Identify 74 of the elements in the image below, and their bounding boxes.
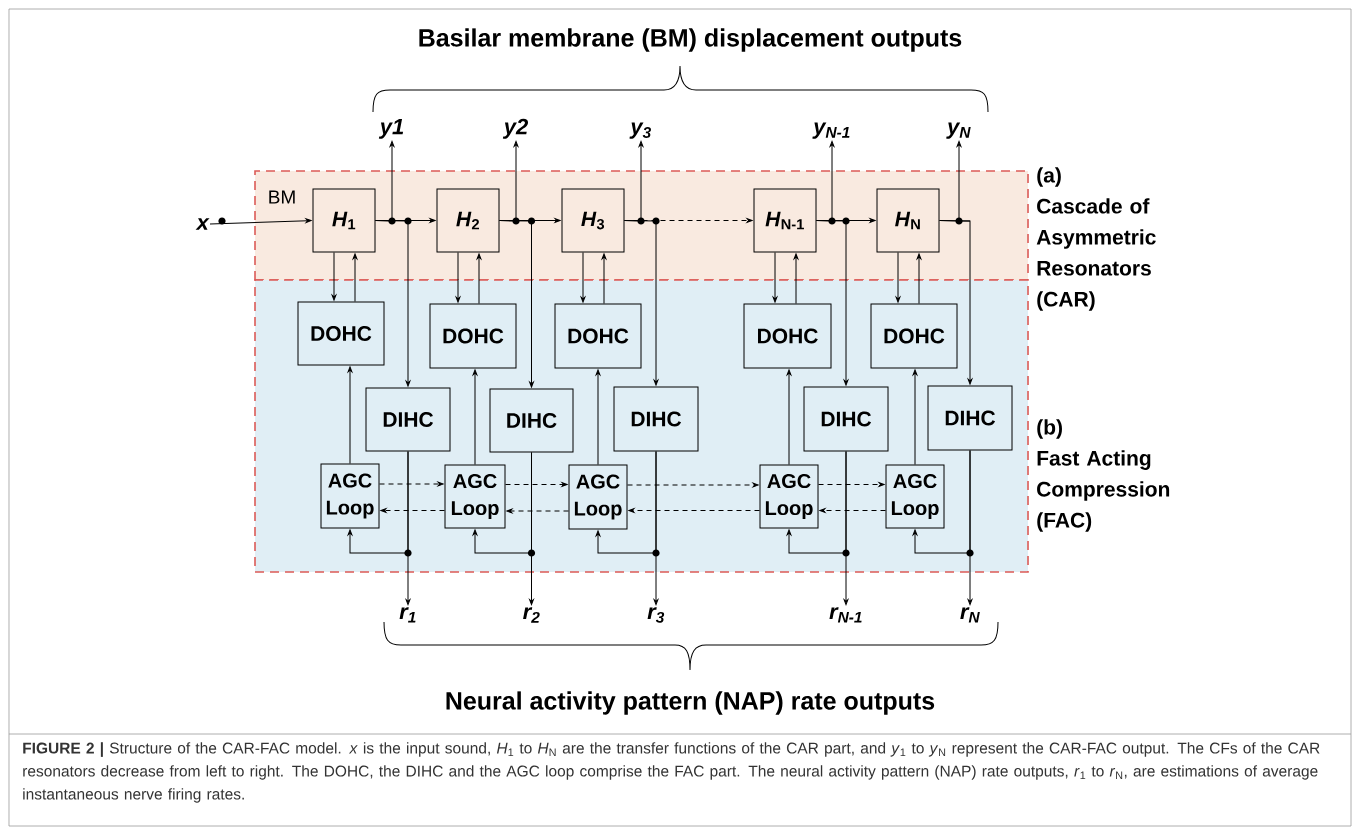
process-box: AGC Loop — [568, 464, 628, 530]
process-box: AGC Loop — [444, 464, 506, 529]
arrow — [895, 252, 901, 303]
region-label: (a) — [1037, 167, 1061, 187]
arrow — [455, 252, 461, 303]
arrow — [352, 253, 358, 302]
dashed-arrow — [628, 508, 760, 513]
dashed-arrow — [627, 482, 759, 488]
dashed-arrow — [379, 481, 444, 487]
output-label: r$_{2}$ — [523, 607, 540, 623]
arrow — [967, 450, 973, 606]
output-label: y$_{N-1}$ — [812, 122, 850, 139]
arrow — [912, 369, 918, 465]
bracket-label: Basilar membrane (BM) displacement outputs — [419, 28, 962, 52]
transfer-function-box: H$_{N-1}$ — [753, 188, 817, 253]
arrow — [843, 451, 849, 606]
arrow — [816, 220, 849, 386]
arrow — [939, 220, 973, 385]
output-label: r$_{N}$ — [960, 607, 980, 623]
path-label: BM — [269, 190, 295, 204]
output-label: r$_{N-1}$ — [829, 607, 862, 623]
region-label: (b) — [1037, 419, 1062, 439]
arrow — [472, 369, 478, 465]
arrow — [499, 220, 534, 388]
arrow — [529, 452, 534, 606]
output-label: r$_{1}$ — [399, 607, 416, 623]
process-box: DIHC — [927, 385, 1013, 451]
arrow — [653, 451, 659, 606]
dashed-arrow — [380, 508, 445, 513]
dashed-arrow — [505, 482, 568, 487]
region-label: Fast Acting Compression (FAC) — [1037, 450, 1170, 532]
arrow — [209, 218, 312, 225]
process-box: DOHC — [743, 303, 832, 369]
transfer-function-box: H$_{N}$ — [876, 188, 940, 253]
arrow — [793, 253, 799, 304]
arrow — [786, 369, 792, 465]
dashed-arrow — [818, 482, 885, 487]
process-box: DOHC — [870, 303, 958, 369]
transfer-function-box: H$_{2}$ — [436, 188, 500, 253]
transfer-function-box: H$_{1}$ — [312, 188, 376, 253]
process-box: AGC Loop — [320, 463, 380, 529]
output-label: y2 — [502, 118, 528, 139]
bracket-label: Neural activity pattern (NAP) rate outputs — [446, 691, 935, 715]
arrow — [580, 252, 586, 303]
output-label: y1 — [378, 119, 404, 139]
arrow — [624, 220, 659, 386]
arrow — [916, 253, 922, 304]
output-label: y$_{3}$ — [629, 122, 651, 139]
process-box: DIHC — [613, 386, 699, 452]
arrow — [375, 220, 411, 387]
arrow — [331, 252, 337, 301]
output-label: r$_{3}$ — [647, 607, 665, 623]
figure-caption: FIGURE 2 | Structure of the CAR-FAC model. x is the input sound, H$_{1}$ to H$_{N}$ are the transfer functions of the CAR part, and y$_{1}$ to y$_{N}$ represent the CAR-FAC output. The CFs of the CAR resonators decrease from left to right. The DOHC, the DIHC and the AGC loop comprise the FAC part. The neural activity pattern (NAP) rate outputs, r$_{1}$ to r$_{N}$, are estimations of average instantaneous nerve firing rates. — [23, 742, 1320, 803]
process-box: AGC Loop — [885, 464, 945, 529]
arrow — [601, 253, 607, 304]
transfer-function-box: H$_{3}$ — [561, 188, 625, 253]
arrow — [772, 252, 778, 303]
dashed-arrow — [506, 508, 569, 514]
arrow — [405, 451, 411, 606]
process-box: DIHC — [803, 386, 889, 452]
arrow — [595, 369, 601, 465]
arrow — [347, 366, 353, 464]
arrow — [939, 140, 962, 222]
process-box: DOHC — [554, 303, 642, 369]
region-label: Cascade of Asymmetric Resonators (CAR) — [1036, 198, 1156, 311]
process-box: DOHC — [429, 303, 517, 369]
process-box: DIHC — [365, 387, 451, 452]
dashed-arrow — [819, 508, 886, 513]
input-label: x — [195, 218, 210, 230]
output-label: y$_{N}$ — [946, 122, 971, 139]
arrow — [476, 253, 482, 304]
process-box: DOHC — [297, 301, 385, 366]
process-box: AGC Loop — [759, 464, 819, 529]
process-box: DIHC — [489, 388, 574, 453]
